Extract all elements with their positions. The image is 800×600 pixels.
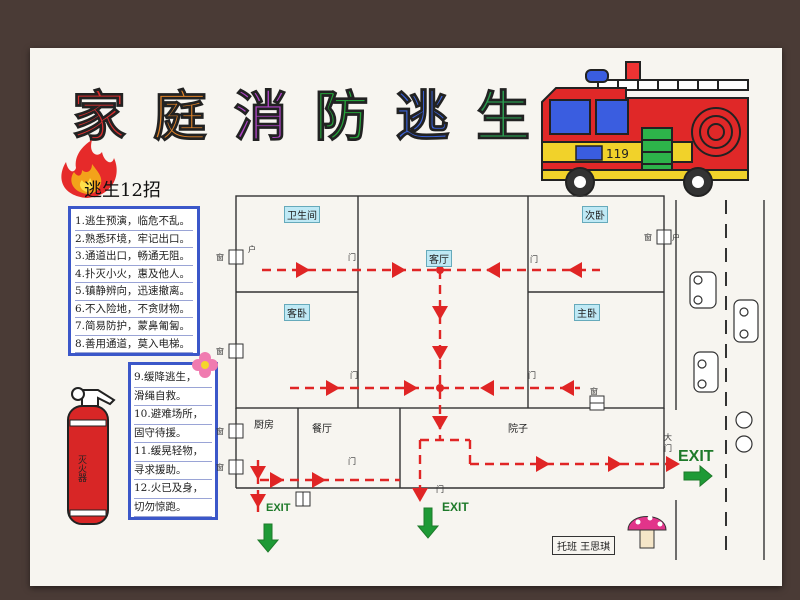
room-guest-bedroom-label: 客卧 bbox=[284, 304, 310, 321]
room-yard-label: 院子 bbox=[508, 424, 528, 435]
room-kitchen-label: 厨房 bbox=[254, 420, 274, 431]
door-label: 门 bbox=[350, 371, 358, 380]
window-label: 窗 bbox=[216, 347, 224, 356]
truck-number: 119 bbox=[606, 147, 629, 161]
room-dining-label: 餐厅 bbox=[312, 424, 332, 435]
fire-icon bbox=[61, 140, 117, 198]
door-short-label: 户 bbox=[672, 233, 680, 242]
tip-item: 1.逃生预演，临危不乱。 bbox=[75, 213, 193, 231]
room-bathroom-label: 卫生间 bbox=[284, 206, 320, 223]
tip-item: 6.不入险地，不贪财物。 bbox=[75, 301, 193, 318]
fire-extinguisher-icon bbox=[67, 387, 116, 525]
tip-item: 8.善用通道，莫入电梯。 bbox=[75, 336, 193, 353]
tip-item: 3.通道出口，畅通无阻。 bbox=[75, 248, 193, 266]
fire-truck-icon: 119 bbox=[541, 61, 749, 197]
tips-heading: 逃生12招 bbox=[84, 180, 161, 201]
tips-list-box-2: 9.缓降逃生， 滑绳自救。 10.避难场所， 固守待援。 11.缓晃轻物， 寻求… bbox=[128, 362, 218, 520]
title-char: 生 bbox=[476, 84, 535, 149]
room-second-bedroom-label: 次卧 bbox=[582, 206, 608, 223]
exit-sign: EXIT bbox=[266, 502, 291, 514]
door-short-label: 户 bbox=[248, 245, 256, 254]
flower-icon bbox=[192, 352, 218, 378]
title-char: 逃 bbox=[395, 84, 454, 149]
title-char: 消 bbox=[233, 84, 292, 149]
tip-item: 2.熟悉环境，牢记出口。 bbox=[75, 231, 193, 248]
author-signature: 托班 王思琪 bbox=[552, 536, 616, 555]
tip-item: 5.镇静辨向，迅速撤离。 bbox=[75, 283, 193, 301]
window-label: 窗 bbox=[644, 233, 652, 242]
extinguisher-label: 灭火器 bbox=[76, 455, 86, 482]
door-label: 门 bbox=[528, 371, 536, 380]
window-label: 窗 bbox=[216, 427, 224, 436]
door-label: 门 bbox=[348, 457, 356, 466]
tip-item: 9.缓降逃生， bbox=[134, 369, 212, 388]
main-door-label: 大门 bbox=[664, 433, 672, 453]
title-char: 庭 bbox=[152, 84, 211, 149]
tip-item: 4.扑灭小火，惠及他人。 bbox=[75, 266, 193, 283]
tip-item: 固守待援。 bbox=[134, 425, 212, 443]
tip-item: 寻求援助。 bbox=[134, 462, 212, 480]
tips-list-box: 1.逃生预演，临危不乱。 2.熟悉环境，牢记出口。 3.通道出口，畅通无阻。 4… bbox=[68, 206, 200, 356]
door-label: 门 bbox=[348, 253, 356, 262]
title-char: 防 bbox=[314, 84, 373, 149]
room-living-label: 客厅 bbox=[426, 250, 452, 267]
tip-item: 12.火已及身， bbox=[134, 480, 212, 499]
window-label: 窗 bbox=[216, 253, 224, 262]
tip-item: 10.避难场所， bbox=[134, 406, 212, 425]
exit-sign: EXIT bbox=[442, 500, 469, 514]
door-label: 门 bbox=[530, 255, 538, 264]
exit-sign: EXIT bbox=[678, 448, 714, 465]
window-label: 窗 bbox=[216, 463, 224, 472]
window-label: 窗 bbox=[590, 387, 598, 396]
tip-item: 7.简易防护，蒙鼻匍匐。 bbox=[75, 318, 193, 336]
tip-item: 11.缓晃轻物， bbox=[134, 443, 212, 462]
door-label: 门 bbox=[436, 485, 444, 494]
room-master-bedroom-label: 主卧 bbox=[574, 304, 600, 321]
tip-item: 切勿惊跑。 bbox=[134, 499, 212, 517]
title-char: 家 bbox=[72, 84, 130, 149]
tip-item: 滑绳自救。 bbox=[134, 388, 212, 406]
